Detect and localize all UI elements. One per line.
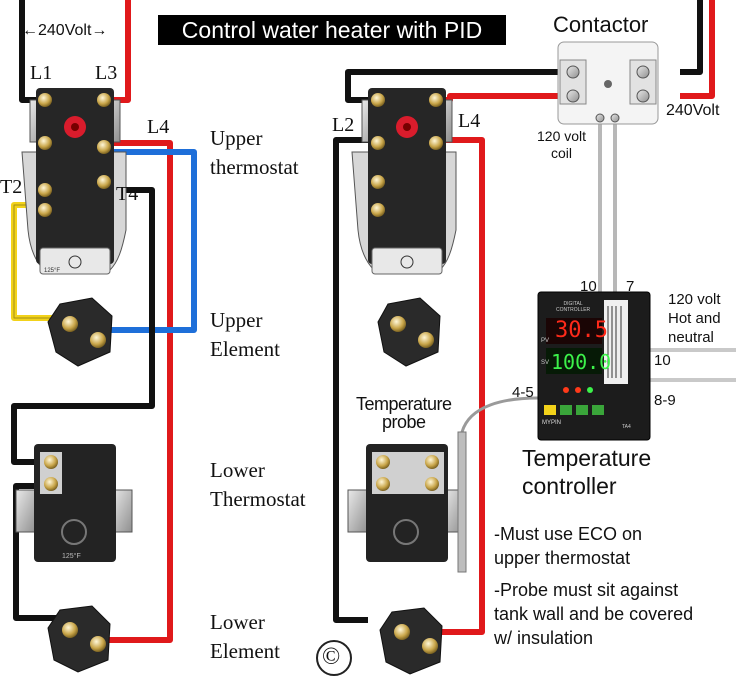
label-hot-neutral: 120 volt Hot and neutral xyxy=(668,291,721,346)
wire-coil xyxy=(598,120,617,300)
voltage-label-top-left: ←240Volt→ xyxy=(22,22,108,39)
controller-model: TA4 xyxy=(622,424,631,430)
note-probe: -Probe must sit against tank wall and be… xyxy=(494,580,694,648)
wire-t4-black xyxy=(11,187,155,465)
label-l2: L2 xyxy=(332,114,355,136)
svg-text:125°F: 125°F xyxy=(44,268,60,274)
copyright-circle xyxy=(316,640,352,676)
label-upper-element: Upper Element xyxy=(210,308,280,361)
label-l3: L3 xyxy=(95,62,118,84)
arrow-left-icon: ← xyxy=(22,22,38,39)
label-lower-thermostat: Lower Thermostat xyxy=(210,458,306,511)
contactor xyxy=(557,41,659,125)
label-coil: 120 volt coil xyxy=(537,128,587,161)
label-temp-controller: Temperature controller xyxy=(522,445,652,499)
lower-thermostat-left: 125°F xyxy=(15,444,133,562)
label-terminal-8-9: 8-9 xyxy=(654,392,676,409)
upper-thermostat-right xyxy=(351,88,457,275)
wire-l3-red xyxy=(108,0,131,103)
temperature-controller-device xyxy=(537,291,651,441)
note-eco: -Must use ECO on upper thermostat xyxy=(494,524,643,568)
upper-element-left xyxy=(47,297,113,367)
wire-blue xyxy=(102,149,197,333)
wire-controller-power xyxy=(650,348,736,382)
wire-right-red-l4 xyxy=(412,137,485,635)
wire-l1-black xyxy=(19,0,42,103)
label-terminal-10-top: 10 xyxy=(580,278,597,295)
wire-lower-black xyxy=(13,483,62,621)
wire-l4-red xyxy=(100,140,173,643)
wire-probe xyxy=(460,396,539,433)
controller-brand: DIGITAL CONTROLLER xyxy=(556,301,591,313)
controller-pv-tag: PV xyxy=(541,338,550,344)
voltage-label-right: 240Volt xyxy=(666,102,720,119)
label-contactor: Contactor xyxy=(553,12,649,37)
controller-maker: MYPIN xyxy=(542,420,562,426)
controller-sv-tag: SV xyxy=(541,360,550,366)
copyright-mark: © xyxy=(322,644,341,670)
label-upper-thermostat: Upper thermostat xyxy=(210,126,299,179)
controller-pv-value: 30.5 xyxy=(555,318,608,343)
label-temp-probe: Temperature probe xyxy=(356,394,452,432)
lower-element-left xyxy=(47,605,111,673)
label-l4-right: L4 xyxy=(458,110,481,132)
arrow-right-icon: → xyxy=(91,22,108,39)
wire-right-black-l2 xyxy=(333,137,378,623)
label-lower-element: Lower Element xyxy=(210,610,280,663)
label-l1: L1 xyxy=(30,62,53,84)
lower-element-right xyxy=(379,607,443,675)
label-terminal-4-5: 4-5 xyxy=(512,384,534,401)
diagram-title: Control water heater with PID xyxy=(158,15,506,45)
label-t2: T2 xyxy=(0,176,23,198)
upper-thermostat-left: 125°F xyxy=(21,88,127,275)
label-l4-left: L4 xyxy=(147,116,170,138)
label-terminal-7: 7 xyxy=(626,278,635,295)
controller-sv-value: 100.0 xyxy=(551,350,612,374)
upper-element-right xyxy=(377,297,441,367)
label-t4: T4 xyxy=(116,183,139,205)
label-terminal-10-right: 10 xyxy=(654,352,671,369)
temperature-probe-sensor xyxy=(457,431,467,573)
svg-text:125°F: 125°F xyxy=(62,552,81,560)
lower-thermostat-right xyxy=(347,444,465,562)
